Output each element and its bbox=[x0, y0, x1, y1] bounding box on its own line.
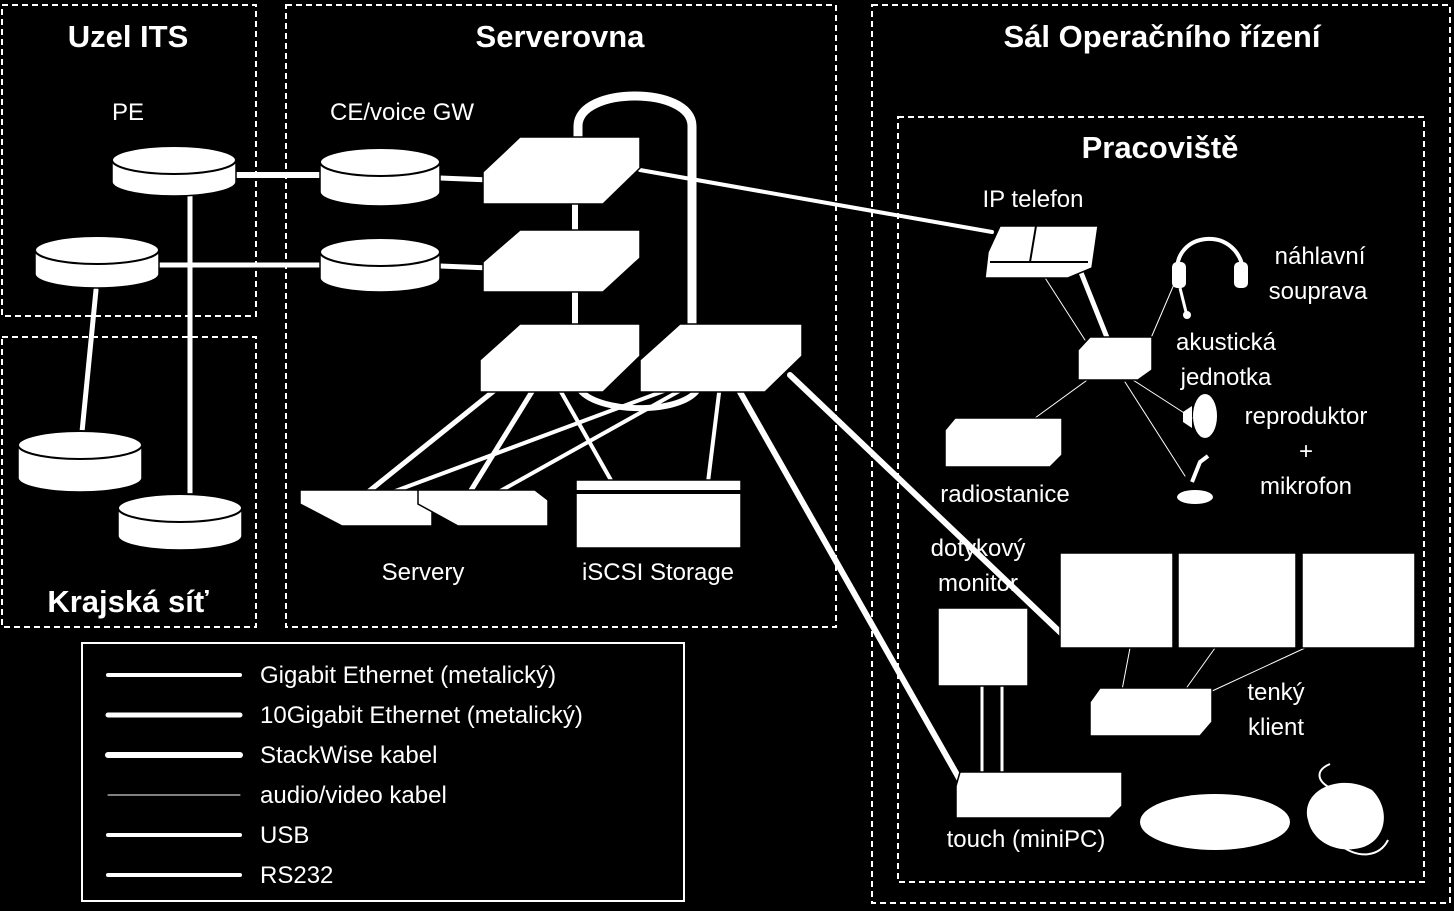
server-2 bbox=[417, 489, 549, 527]
link-sw4-server2 bbox=[493, 383, 692, 496]
zone-title-serverovna: Serverovna bbox=[476, 19, 646, 54]
stackwise-loop-top bbox=[573, 91, 697, 335]
link-sw4-server1 bbox=[380, 383, 682, 498]
links bbox=[79, 91, 1306, 783]
label-thin-client-1: tenký bbox=[1247, 679, 1304, 706]
server-1 bbox=[299, 489, 433, 527]
touch-monitor bbox=[937, 607, 1029, 687]
label-speaker-1: reproduktor bbox=[1245, 403, 1368, 430]
legend-label-2: StackWise kabel bbox=[260, 742, 437, 769]
zone-title-sal: Sál Operačního řízení bbox=[1004, 19, 1322, 54]
label-thin-client-2: klient bbox=[1248, 714, 1304, 741]
av-acoustic-headset bbox=[1147, 281, 1176, 346]
label-ce-voice-gw: CE/voice GW bbox=[330, 99, 474, 126]
label-speaker-3: mikrofon bbox=[1260, 473, 1352, 500]
zone-serverovna bbox=[285, 4, 837, 628]
router-ce-2 bbox=[319, 237, 441, 293]
legend-label-0: Gigabit Ethernet (metalický) bbox=[260, 662, 556, 689]
monitor-2 bbox=[1177, 552, 1297, 649]
ip-phone-icon bbox=[984, 225, 1099, 279]
keyboard-icon bbox=[1140, 794, 1290, 850]
legend-label-5: RS232 bbox=[260, 862, 333, 889]
label-servery: Servery bbox=[382, 559, 465, 586]
touch-minipc bbox=[955, 771, 1123, 819]
router-uzel-2 bbox=[34, 235, 160, 289]
legend-label-4: USB bbox=[260, 822, 309, 849]
label-touch-monitor-2: monitor bbox=[938, 570, 1018, 597]
av-acoustic-radio bbox=[1034, 377, 1091, 419]
stackwise-loop-bottom bbox=[577, 382, 703, 412]
label-headset-1: náhlavní bbox=[1275, 243, 1366, 270]
link-sw4-thinclient bbox=[787, 372, 1065, 637]
link-sw3-storage bbox=[558, 388, 614, 484]
microphone-icon bbox=[1177, 454, 1213, 504]
label-pe: PE bbox=[112, 99, 144, 126]
switch-4 bbox=[639, 323, 803, 393]
av-thin-monitor2 bbox=[1184, 647, 1216, 691]
radio-station bbox=[944, 417, 1063, 468]
label-touch-minipc: touch (miniPC) bbox=[947, 826, 1106, 853]
router-krajska-1 bbox=[17, 430, 143, 493]
label-iscsi-storage: iSCSI Storage bbox=[582, 559, 734, 586]
link-router-to-krajska-1 bbox=[79, 287, 99, 435]
label-acoustic-2: jednotka bbox=[1180, 364, 1272, 391]
label-radiostanice: radiostanice bbox=[940, 481, 1069, 508]
zone-krajska-sit bbox=[1, 336, 257, 628]
router-pe bbox=[111, 145, 237, 197]
link-switch-ipphone bbox=[638, 168, 994, 234]
headset-icon bbox=[1172, 236, 1248, 319]
iscsi-storage bbox=[575, 479, 742, 549]
label-touch-monitor-1: dotykový bbox=[931, 535, 1026, 562]
av-thin-monitor3 bbox=[1209, 647, 1306, 693]
link-ce-switch1 bbox=[437, 175, 493, 183]
link-sw4-storage bbox=[706, 383, 722, 484]
zone-title-uzel: Uzel ITS bbox=[68, 19, 189, 54]
label-ip-telefon: IP telefon bbox=[983, 186, 1084, 213]
legend-frame bbox=[81, 642, 685, 902]
link-sw3-server1 bbox=[365, 387, 498, 495]
link-sw4-touchpc bbox=[737, 389, 963, 783]
zone-uzel-its bbox=[1, 4, 257, 317]
link-ce2-switch2 bbox=[437, 263, 493, 271]
link-phone-acoustic bbox=[1077, 267, 1111, 343]
monitor-1 bbox=[1059, 552, 1174, 649]
speaker-icon bbox=[1183, 394, 1217, 438]
link-sw3-server2a bbox=[467, 387, 536, 495]
legend: Gigabit Ethernet (metalický) 10Gigabit Et… bbox=[81, 642, 685, 902]
av-thin-monitor1 bbox=[1121, 647, 1131, 691]
legend-label-3: audio/video kabel bbox=[260, 782, 447, 809]
switch-1 bbox=[482, 136, 641, 205]
legend-label-1: 10Gigabit Ethernet (metalický) bbox=[260, 702, 583, 729]
zone-title-pracoviste: Pracoviště bbox=[1082, 130, 1239, 165]
label-acoustic-1: akustická bbox=[1176, 329, 1277, 356]
label-speaker-2: + bbox=[1299, 438, 1313, 465]
router-krajska-2 bbox=[117, 493, 243, 551]
av-acoustic-mic bbox=[1124, 381, 1186, 477]
mouse-icon bbox=[1306, 763, 1389, 856]
acoustic-unit bbox=[1077, 336, 1153, 381]
zone-title-krajska: Krajská síť bbox=[47, 584, 208, 619]
zone-pracoviste bbox=[897, 116, 1425, 883]
label-headset-2: souprava bbox=[1269, 278, 1368, 305]
switch-3 bbox=[479, 323, 641, 393]
av-phone-acoustic bbox=[1039, 269, 1086, 341]
monitor-3 bbox=[1301, 552, 1416, 649]
av-acoustic-speaker bbox=[1132, 379, 1193, 419]
router-ce-voice-gw bbox=[319, 147, 441, 207]
switch-2 bbox=[482, 229, 641, 293]
thin-client bbox=[1089, 687, 1213, 737]
